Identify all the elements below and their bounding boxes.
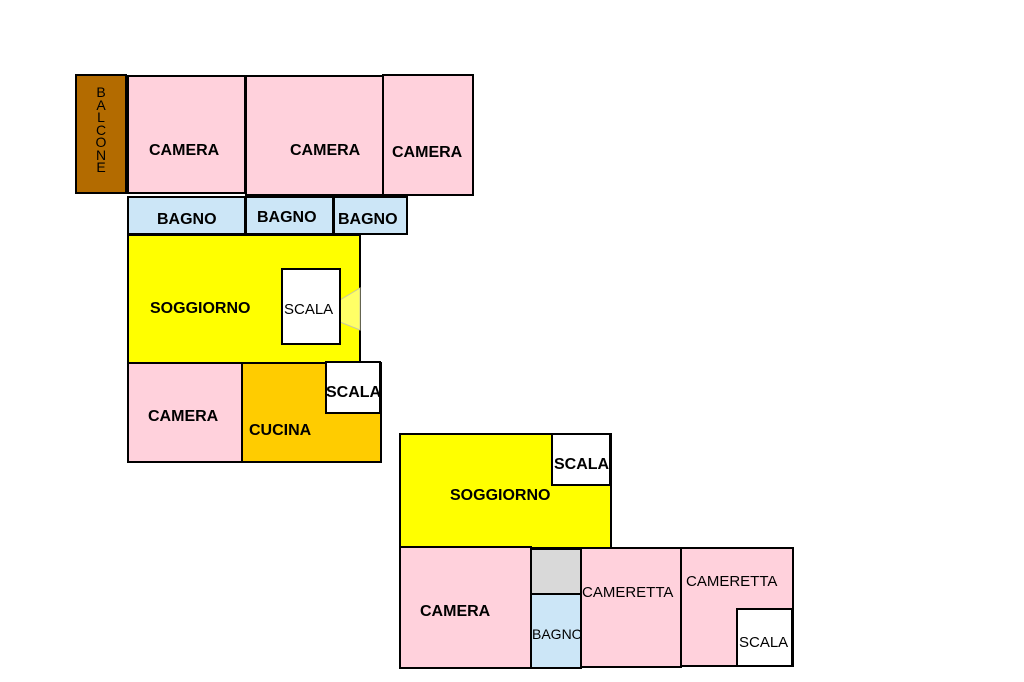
balcone-letter: B (96, 84, 106, 100)
room-camera-4: CAMERA (127, 362, 243, 463)
cameretta-2-label: CAMERETTA (686, 573, 778, 590)
balcone-letter: E (96, 159, 106, 175)
room-cameretta-1: CAMERETTA (580, 547, 682, 668)
balcone-letter: O (95, 134, 107, 150)
room-closet (530, 548, 582, 595)
scala-upper-1-label: SCALA (284, 301, 334, 318)
balcone-letter: C (95, 121, 107, 138)
scala-lower-2-label: SCALA (739, 634, 789, 651)
room-bagno-3: BAGNO (333, 196, 408, 235)
room-bagno-1: BAGNO (127, 196, 246, 235)
camera-4-label: CAMERA (148, 408, 219, 425)
room-scala-lower-1: SCALA (551, 433, 611, 486)
room-bagno-2: BAGNO (245, 196, 334, 235)
balcone-letter: L (97, 109, 105, 125)
room-camera-3: CAMERA (382, 74, 474, 196)
camera-1-label: CAMERA (149, 142, 220, 159)
room-scala-lower-2: SCALA (736, 608, 793, 667)
bagno-lower-label: BAGNO (532, 626, 583, 642)
camera-3-label: CAMERA (392, 144, 463, 161)
cameretta-1-label: CAMERETTA (582, 584, 674, 601)
room-camera-1: CAMERA (127, 75, 246, 194)
camera-lower-label: CAMERA (420, 603, 491, 620)
balcone-letter: A (96, 96, 106, 113)
bagno-3-label: BAGNO (338, 211, 398, 228)
bagno-2-label: BAGNO (257, 209, 317, 226)
room-scala-upper-2: SCALA (325, 361, 381, 414)
balcone-letter: N (95, 146, 107, 163)
soggiorno-lower-label: SOGGIORNO (450, 487, 551, 504)
cucina-label: CUCINA (249, 422, 312, 439)
room-scala-upper-1: SCALA (281, 268, 341, 345)
camera-2-label: CAMERA (290, 142, 361, 159)
scala-lower-1-label: SCALA (554, 456, 610, 473)
scala-upper-2-label: SCALA (326, 384, 382, 401)
bagno-1-label: BAGNO (157, 211, 217, 228)
room-camera-2: CAMERA (245, 75, 384, 196)
soggiorno-upper-label: SOGGIORNO (150, 300, 251, 317)
room-camera-lower: CAMERA (399, 546, 532, 669)
door-opening-icon (339, 287, 361, 331)
room-bagno-lower: BAGNO (530, 593, 583, 669)
